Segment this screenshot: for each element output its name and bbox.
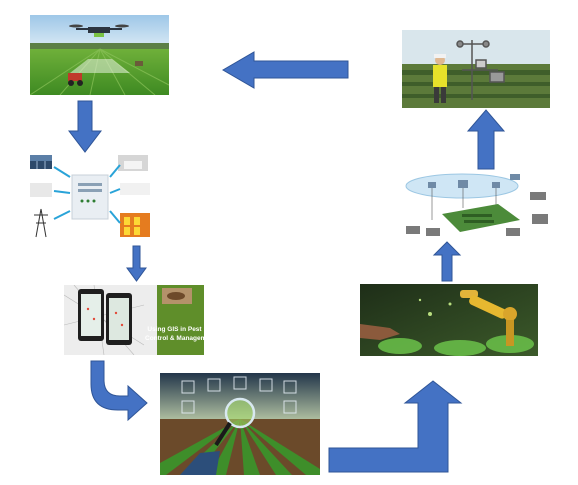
drone-icon	[69, 24, 129, 37]
arrow-up-right-1	[466, 109, 506, 170]
arrow-turn-right-up	[328, 380, 463, 473]
weather-station-icon	[456, 40, 505, 100]
drone-farming-photo	[30, 15, 169, 95]
robotic-agriculture-photo	[360, 284, 538, 356]
gis-title-line2: Control & Management	[145, 335, 204, 342]
arrow-down-left-1	[67, 100, 103, 153]
arrow-left-top	[222, 51, 349, 89]
arrow-down-left-2	[126, 245, 147, 282]
gis-title-line1: Using GIS in Pest	[147, 326, 202, 333]
iot-network-diagram	[402, 170, 552, 242]
tractor-icon	[68, 73, 83, 86]
human-hand	[360, 324, 400, 340]
robot-arm-icon	[460, 290, 517, 346]
magnifier-icon	[214, 397, 256, 447]
energy-system-diagram	[28, 153, 152, 239]
arrow-up-right-2	[432, 241, 462, 282]
weather-station-photo	[402, 30, 550, 108]
crop-analysis-photo	[160, 373, 320, 475]
power-tower-icon	[34, 208, 48, 238]
farmer-figure	[433, 54, 447, 103]
arrow-curve-down-right	[90, 360, 148, 422]
solar-panel-icon	[30, 161, 52, 169]
smartphone-icon	[78, 289, 132, 345]
gis-pest-control-panel: Using GIS in Pest Control & Management	[64, 285, 204, 355]
